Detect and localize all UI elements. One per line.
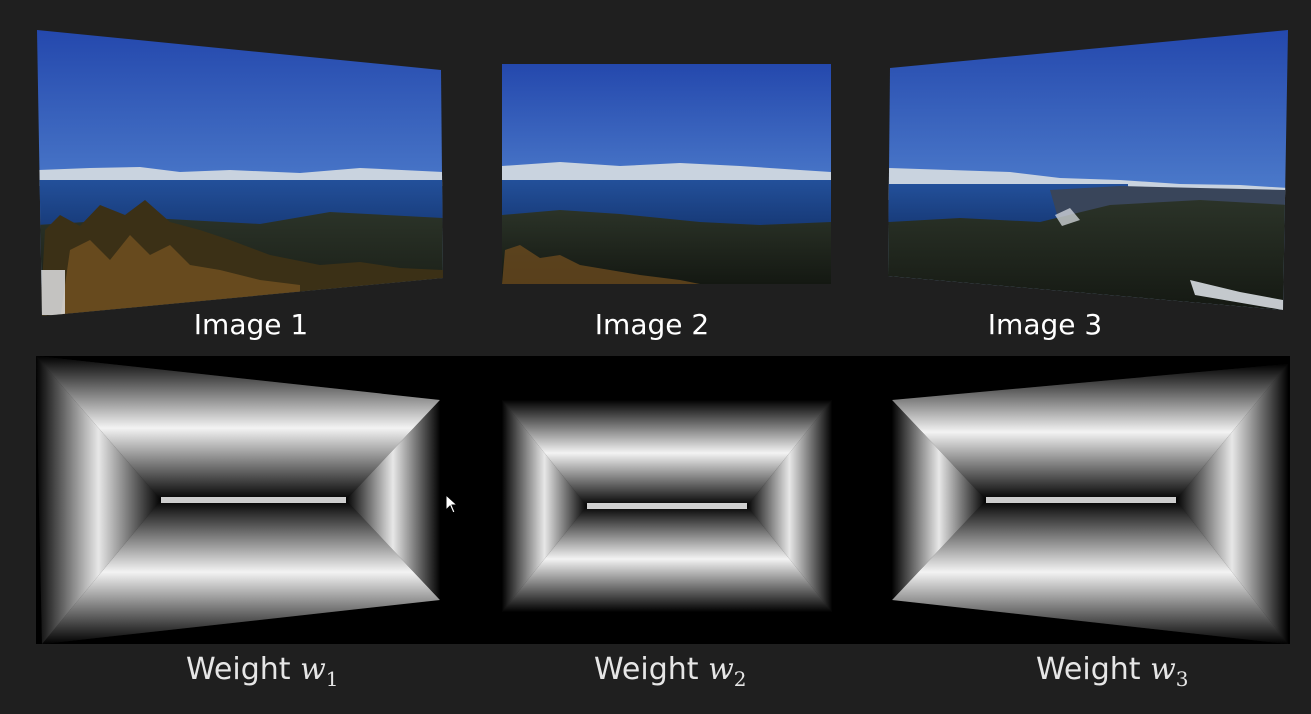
image-3-photo (888, 30, 1288, 310)
weight-2-caption: Weight w2 (594, 652, 747, 691)
weight-3-label: Weight (1036, 652, 1141, 687)
image-1-caption: Image 1 (193, 308, 309, 341)
weight-3-sub: 3 (1175, 667, 1189, 691)
weight-3-map (892, 364, 1288, 644)
weights-panel (36, 356, 1290, 644)
image-2-caption: Image 2 (594, 308, 710, 341)
weight-1-label: Weight (186, 652, 291, 687)
weight-2-var: w (708, 652, 734, 687)
weight-3-var: w (1150, 652, 1176, 687)
mouse-cursor-icon (445, 494, 459, 514)
image-2-photo (502, 64, 831, 284)
image-3-caption: Image 3 (987, 308, 1103, 341)
weight-3-caption: Weight w3 (1036, 652, 1189, 691)
weight-1-sub: 1 (325, 667, 339, 691)
image-1-photo (37, 30, 443, 316)
weight-2-label: Weight (594, 652, 699, 687)
weight-1-var: w (300, 652, 326, 687)
weight-2-sub: 2 (733, 667, 747, 691)
weight-maps (36, 356, 1288, 644)
weight-2-map (502, 400, 832, 612)
weight-1-map (36, 356, 440, 644)
weight-1-caption: Weight w1 (186, 652, 339, 691)
